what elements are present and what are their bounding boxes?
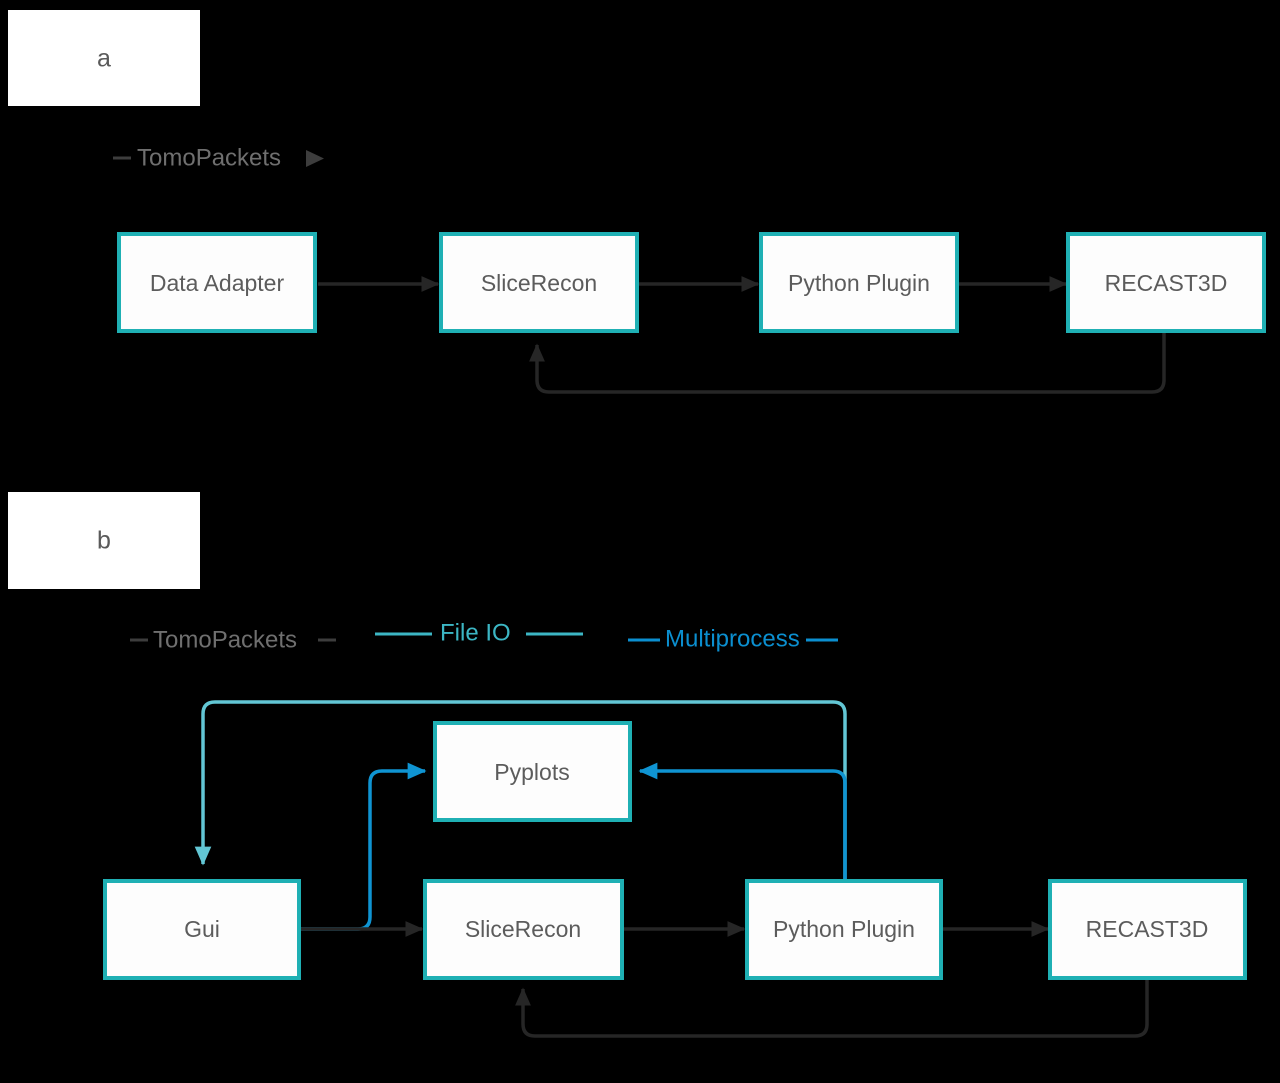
node-b-slicerecon[interactable]: SliceRecon: [423, 879, 624, 980]
edge-b-recast3d-to-slicerecon-feedback: [514, 975, 1149, 1038]
panel-a-edges: [318, 275, 1166, 394]
panel-b-label-text: b: [97, 527, 111, 555]
node-slicerecon[interactable]: SliceRecon: [439, 232, 639, 333]
node-b-recast3d-box[interactable]: [1048, 879, 1247, 980]
legend-b-multiprocess-label: Multiprocess: [665, 625, 800, 652]
edge-python-plugin-to-pyplots-multiprocess: [638, 762, 847, 879]
node-pyplots[interactable]: Pyplots: [433, 721, 632, 822]
edge-python-plugin-to-gui-fileio: [194, 700, 847, 879]
node-data-adapter-label: Data Adapter: [150, 270, 285, 296]
panel-b-label-box: [8, 492, 200, 589]
legend-a-tomopackets-arrowhead-icon: [306, 150, 324, 167]
node-slicerecon-label: SliceRecon: [481, 270, 597, 296]
panel-b-edges: [194, 700, 1149, 1038]
panel-a-label: a: [8, 10, 200, 106]
legend-a-tomopackets-label: TomoPackets: [137, 144, 281, 171]
panel-b-legend: TomoPackets File IO Multiprocess: [130, 619, 838, 653]
panel-a-label-text: a: [97, 45, 111, 73]
node-gui[interactable]: Gui: [103, 879, 301, 980]
node-pyplots-box[interactable]: [433, 721, 632, 822]
node-b-recast3d-label: RECAST3D: [1086, 916, 1209, 942]
panel-a-legend: TomoPackets: [113, 144, 324, 171]
node-data-adapter[interactable]: Data Adapter: [117, 232, 317, 333]
panel-b-label: b: [8, 492, 200, 589]
panel-b-nodes: Pyplots Gui SliceRecon Python Plugin REC…: [103, 721, 1247, 980]
panel-a-nodes: Data Adapter SliceRecon Python Plugin RE…: [117, 232, 1266, 333]
edge-recast3d-to-slicerecon-feedback: [528, 331, 1166, 394]
node-gui-label: Gui: [184, 916, 220, 942]
legend-b-tomopackets-label: TomoPackets: [153, 626, 297, 653]
legend-b-fileio-label: File IO: [440, 619, 511, 646]
node-python-plugin-label: Python Plugin: [788, 270, 930, 296]
panel-a-label-box: [8, 10, 200, 106]
node-recast3d[interactable]: RECAST3D: [1066, 232, 1266, 333]
node-slicerecon-box[interactable]: [439, 232, 639, 333]
node-python-plugin-box[interactable]: [759, 232, 959, 333]
node-b-python-plugin-box[interactable]: [745, 879, 943, 980]
node-b-slicerecon-box[interactable]: [423, 879, 624, 980]
panel-a: a TomoPackets Data Adapter SliceRecon: [8, 10, 1266, 394]
node-b-recast3d[interactable]: RECAST3D: [1048, 879, 1247, 980]
node-b-slicerecon-label: SliceRecon: [465, 916, 581, 942]
panel-b: b TomoPackets File IO Multiprocess: [8, 492, 1247, 1038]
node-b-python-plugin-label: Python Plugin: [773, 916, 915, 942]
node-python-plugin[interactable]: Python Plugin: [759, 232, 959, 333]
node-data-adapter-box[interactable]: [117, 232, 317, 333]
node-b-python-plugin[interactable]: Python Plugin: [745, 879, 943, 980]
node-recast3d-box[interactable]: [1066, 232, 1266, 333]
node-recast3d-label: RECAST3D: [1105, 270, 1228, 296]
node-gui-box[interactable]: [103, 879, 301, 980]
node-pyplots-label: Pyplots: [494, 759, 569, 785]
